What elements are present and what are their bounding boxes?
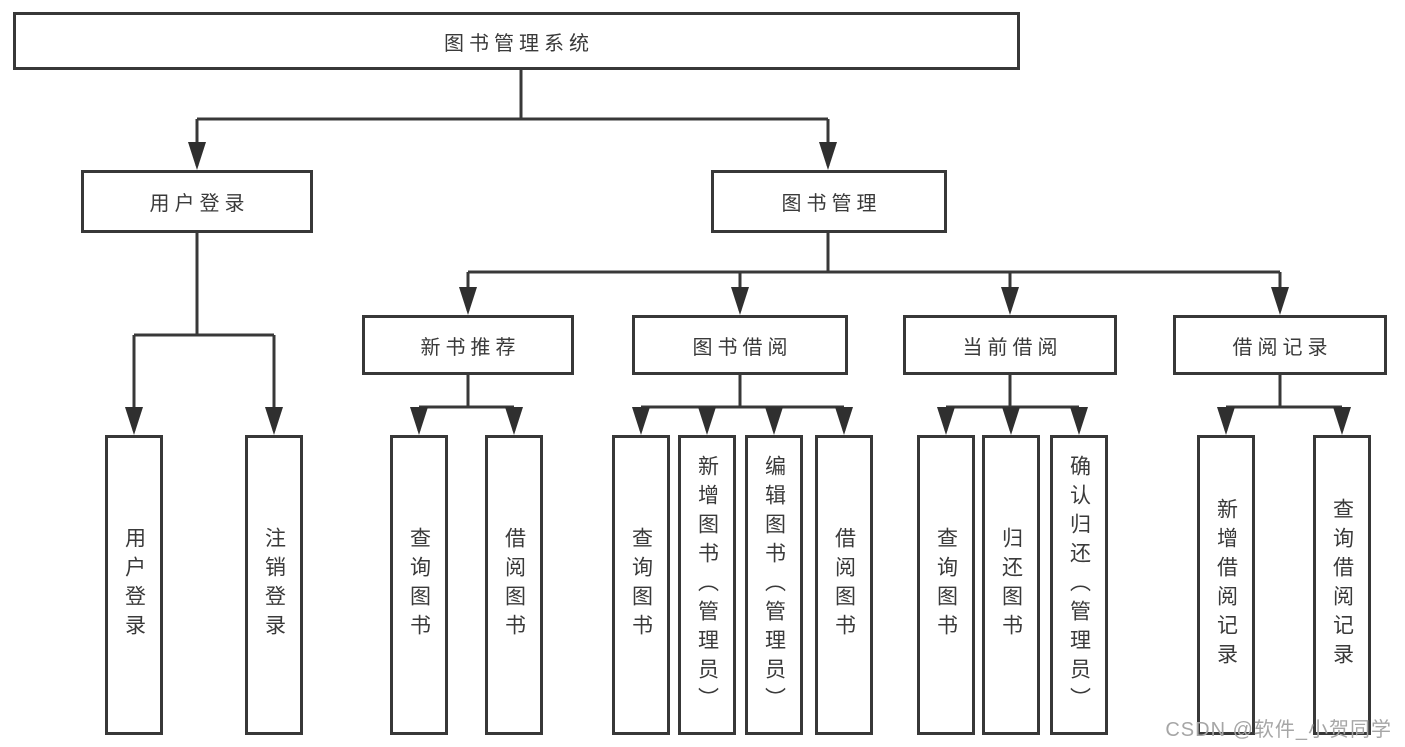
connector-records-to-leaves (1217, 375, 1351, 435)
connector-current-to-leaves (937, 375, 1088, 435)
node-new-book-recommend-label: 新书推荐 (420, 336, 521, 359)
connector-manage-to-level3 (459, 233, 1289, 315)
connector-borrow-to-leaves (632, 375, 853, 435)
node-book-manage-label: 图书管理 (781, 193, 882, 215)
csdn-watermark: CSDN @软件_小贺同学 (1165, 719, 1392, 741)
node-borrow-records-label: 借阅记录 (1232, 336, 1333, 359)
leaf-borrow-book: 借阅图书 (815, 435, 873, 735)
leaf-query-book-borrow: 查询图书 (612, 435, 670, 735)
leaf-add-borrow-record: 新增借阅记录 (1197, 435, 1255, 735)
node-book-manage: 图书管理 (711, 170, 947, 233)
node-book-borrow-label: 图书借阅 (692, 336, 793, 359)
leaf-borrow-book-recommend: 借阅图书 (485, 435, 543, 735)
leaf-edit-book-admin: 编辑图书（管理员） (745, 435, 803, 735)
leaf-add-book-admin: 新增图书（管理员） (678, 435, 736, 735)
leaf-confirm-return-admin: 确认归还（管理员） (1050, 435, 1108, 735)
node-current-borrow-label: 当前借阅 (962, 336, 1063, 359)
connector-recommend-to-leaves (410, 375, 523, 435)
node-user-login-label: 用户登录 (149, 193, 250, 215)
node-book-borrow: 图书借阅 (632, 315, 848, 375)
node-user-login: 用户登录 (81, 170, 313, 233)
leaf-query-book-recommend: 查询图书 (390, 435, 448, 735)
leaf-query-borrow-record: 查询借阅记录 (1313, 435, 1371, 735)
leaf-query-book-current: 查询图书 (917, 435, 975, 735)
connector-root-to-level2 (188, 70, 837, 170)
node-new-book-recommend: 新书推荐 (362, 315, 574, 375)
leaf-user-login: 用户登录 (105, 435, 163, 735)
connector-login-to-leaves (125, 233, 283, 435)
node-borrow-records: 借阅记录 (1173, 315, 1387, 375)
leaf-logout: 注销登录 (245, 435, 303, 735)
leaf-return-book: 归还图书 (982, 435, 1040, 735)
node-root-label: 图书管理系统 (444, 32, 594, 55)
node-root: 图书管理系统 (13, 12, 1020, 70)
node-current-borrow: 当前借阅 (903, 315, 1117, 375)
